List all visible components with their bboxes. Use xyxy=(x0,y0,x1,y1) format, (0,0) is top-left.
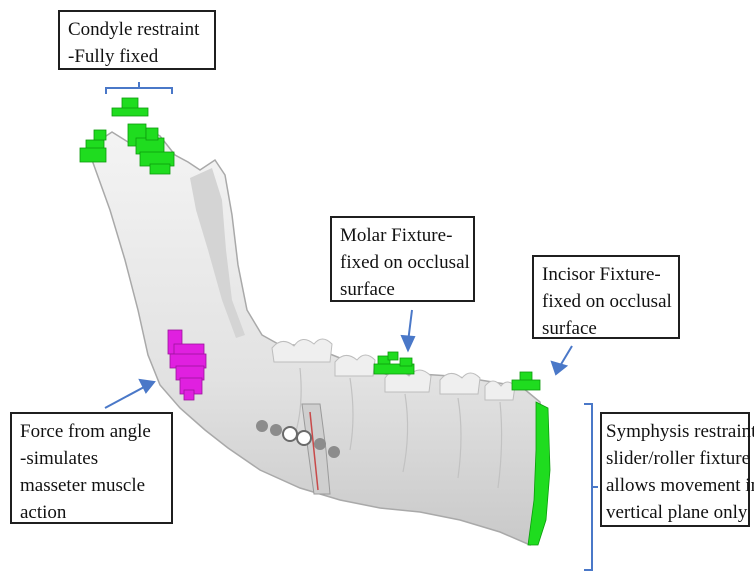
symphysis-bracket xyxy=(584,404,598,570)
condyle-restraint-label: Condyle restraint -Fully fixed xyxy=(58,10,216,70)
incisor-label-line-1: Incisor Fixture- xyxy=(542,261,670,288)
symphysis-label-line-1: Symphysis restraint- xyxy=(606,418,744,445)
force-label-line-4: action xyxy=(20,499,163,526)
symphysis-label-line-2: slider/roller fixture xyxy=(606,445,744,472)
incisor-label-line-2: fixed on occlusal xyxy=(542,288,670,315)
symphysis-label-line-4: vertical plane only xyxy=(606,499,744,526)
incisor-fixture-label: Incisor Fixture- fixed on occlusal surfa… xyxy=(532,255,680,339)
condyle-label-line-2: -Fully fixed xyxy=(68,43,206,70)
molar-label-line-1: Molar Fixture- xyxy=(340,222,465,249)
force-label-line-2: -simulates xyxy=(20,445,163,472)
symphysis-label-line-3: allows movement in xyxy=(606,472,744,499)
incisor-arrow xyxy=(560,346,572,366)
masseter-force-label: Force from angle -simulates masseter mus… xyxy=(10,412,173,524)
condyle-label-line-1: Condyle restraint xyxy=(68,16,206,43)
molar-fixture xyxy=(374,352,414,374)
force-label-line-3: masseter muscle xyxy=(20,472,163,499)
molar-label-line-2: fixed on occlusal xyxy=(340,249,465,276)
force-label-line-1: Force from angle xyxy=(20,418,163,445)
symphysis-restraint-label: Symphysis restraint- slider/roller fixtu… xyxy=(600,412,750,527)
molar-fixture-label: Molar Fixture- fixed on occlusal surface xyxy=(330,216,475,302)
incisor-fixture xyxy=(512,372,540,390)
molar-label-line-3: surface xyxy=(340,276,465,303)
force-arrow xyxy=(105,386,146,408)
condyle-bracket xyxy=(106,82,172,94)
incisor-label-line-3: surface xyxy=(542,315,670,342)
